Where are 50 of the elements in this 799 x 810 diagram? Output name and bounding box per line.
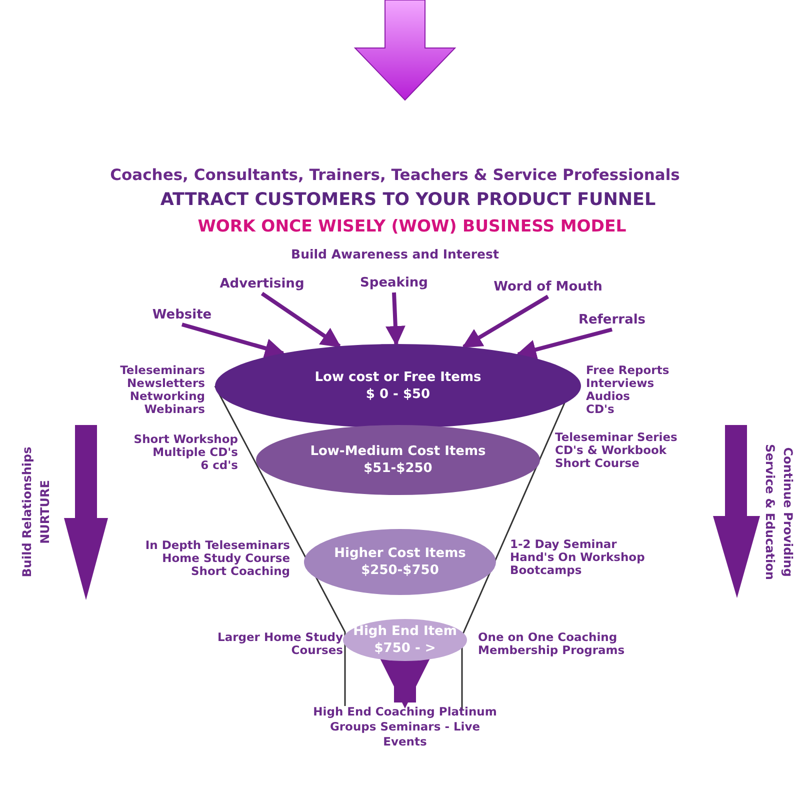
channel-label: Advertising xyxy=(220,276,304,292)
channel-label: Speaking xyxy=(360,276,428,290)
product-item-text: Home Study Course xyxy=(161,552,290,565)
tier-title: Low-Medium Cost Items xyxy=(310,443,486,460)
product-item-text: 1-2 Day Seminar xyxy=(510,538,618,551)
product-item-text: Bootcamps xyxy=(510,564,582,577)
side-caption: Service & Education xyxy=(763,444,777,580)
arrow xyxy=(516,328,612,360)
product-item-text: Free Reports xyxy=(586,364,670,377)
product-item-text: Short Course xyxy=(555,457,640,470)
arrow xyxy=(385,292,406,346)
subheading: WORK ONCE WISELY (WOW) BUSINESS MODEL xyxy=(198,216,626,236)
product-item-text: 6 cd's xyxy=(200,459,238,472)
product-item-text: One on One Coaching xyxy=(478,631,618,644)
product-item-text: Teleseminar Series xyxy=(555,431,678,444)
product-item-text: Hand's On Workshop xyxy=(510,551,645,564)
product-item-text: Newsletters xyxy=(126,377,205,390)
product-item-text: Larger Home Study Courses xyxy=(216,631,343,657)
offer-text: High End Coaching Platinum Groups Seminars - Live Events xyxy=(310,704,500,750)
product-item-text: Membership Programs xyxy=(478,644,625,657)
product-item-text: Short Coaching xyxy=(190,565,290,578)
arrow xyxy=(260,292,342,348)
tier-title: Low cost or Free Items xyxy=(314,369,482,386)
audience-heading: Coaches, Consultants, Trainers, Teachers & Service Professionals xyxy=(110,166,680,184)
product-item-text: Interviews xyxy=(586,377,654,390)
main-heading: ATTRACT CUSTOMERS TO YOUR PRODUCT FUNNEL xyxy=(160,190,656,210)
section-heading: Build Awareness and Interest xyxy=(291,246,499,262)
price-range: $51-$250 xyxy=(364,460,432,477)
tier-title: High End Item xyxy=(353,623,457,640)
tier-title: Higher Cost Items xyxy=(334,545,466,562)
side-caption: Continue Providing xyxy=(781,447,795,577)
product-item-text: Networking xyxy=(128,390,205,403)
side-caption: Build Relationships xyxy=(20,446,34,578)
channel-label: Referrals xyxy=(578,312,646,328)
product-item-text: CD's & Workbook xyxy=(555,444,668,457)
arrow xyxy=(181,322,286,358)
product-item-text: Audios xyxy=(586,390,632,403)
price-range: $750 - > xyxy=(374,640,436,657)
channel-label: Website xyxy=(152,308,212,322)
price-range: $250-$750 xyxy=(361,562,439,579)
product-item-text: CD's xyxy=(586,403,616,416)
product-item-text: Short Workshop xyxy=(134,433,238,446)
product-item-text: Webinars xyxy=(144,403,205,416)
price-range: $ 0 - $50 xyxy=(366,386,430,403)
product-item-text: Teleseminars xyxy=(120,364,205,377)
product-item-text: In Depth Teleseminars xyxy=(145,539,290,552)
channel-label: Word of Mouth xyxy=(494,280,602,294)
side-caption: NURTURE xyxy=(38,480,52,544)
arrow xyxy=(462,294,550,349)
product-item-text: Multiple CD's xyxy=(152,446,238,459)
